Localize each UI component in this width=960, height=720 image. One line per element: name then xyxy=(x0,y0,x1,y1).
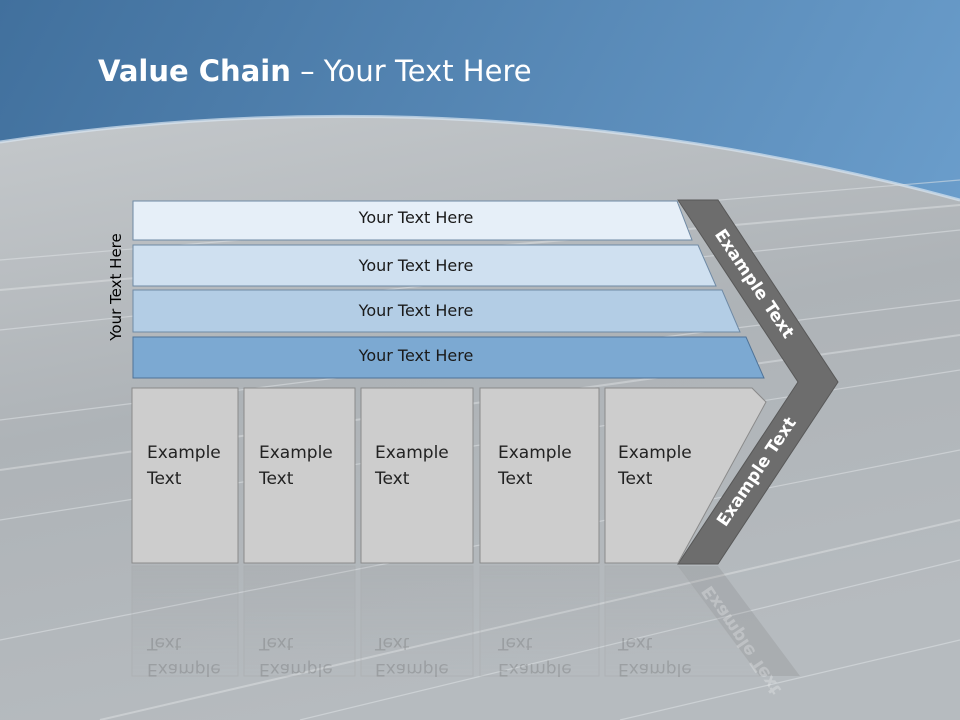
box-label-reflection: Example Text xyxy=(498,630,572,682)
box-label-line: Example xyxy=(618,443,692,463)
bar-shape xyxy=(132,289,741,333)
box-label-line: Text xyxy=(618,469,653,489)
box-label-reflection: Example Text xyxy=(147,630,221,682)
box-label-line: Example xyxy=(147,443,221,463)
slide-title: Value Chain – Your Text Here xyxy=(98,54,532,88)
box-label-line: Text xyxy=(375,469,410,489)
horizon-line xyxy=(0,114,960,202)
reflection-group xyxy=(131,565,800,677)
title-rest: – Your Text Here xyxy=(290,54,532,88)
box-label-line: Example xyxy=(498,443,572,463)
box-label-line: Example xyxy=(498,659,572,679)
box-reflection xyxy=(479,565,600,677)
box-label-line: Text xyxy=(498,469,533,489)
chevron-reflection xyxy=(678,566,800,676)
box-label-line: Text xyxy=(618,633,653,653)
box-shape xyxy=(479,387,600,564)
box-label-line: Example xyxy=(375,659,449,679)
title-bold: Value Chain xyxy=(98,54,291,88)
bar-label: Your Text Here xyxy=(358,301,474,320)
box-label-line: Example xyxy=(147,659,221,679)
box-reflection xyxy=(604,565,761,677)
bar-label: Your Text Here xyxy=(358,208,474,227)
bar-shape xyxy=(132,244,717,287)
box-label-reflection: Example Text xyxy=(618,630,692,682)
box-shape xyxy=(360,387,474,564)
box-label-line: Text xyxy=(259,469,294,489)
box-label-line: Text xyxy=(147,469,182,489)
box-label-line: Example xyxy=(259,443,333,463)
box-shape xyxy=(131,387,239,564)
box-label-line: Text xyxy=(498,633,533,653)
box-reflection xyxy=(243,565,356,677)
box-label-line: Text xyxy=(259,633,294,653)
box-label-reflection: Example Text xyxy=(259,630,333,682)
box-label-line: Text xyxy=(147,633,182,653)
chevron-shape xyxy=(677,199,839,565)
box-label-reflection: Example Text xyxy=(375,630,449,682)
box-shape xyxy=(604,387,767,564)
box-reflection xyxy=(360,565,474,677)
bar-shape xyxy=(132,200,693,241)
box-reflection xyxy=(131,565,239,677)
box-label-line: Example xyxy=(375,443,449,463)
box-label-line: Example xyxy=(618,659,692,679)
box-label-line: Text xyxy=(375,633,410,653)
box-shape xyxy=(243,387,356,564)
box-label-line: Example xyxy=(259,659,333,679)
bar-shape xyxy=(132,336,765,379)
bar-label: Your Text Here xyxy=(358,346,474,365)
bar-label: Your Text Here xyxy=(358,256,474,275)
